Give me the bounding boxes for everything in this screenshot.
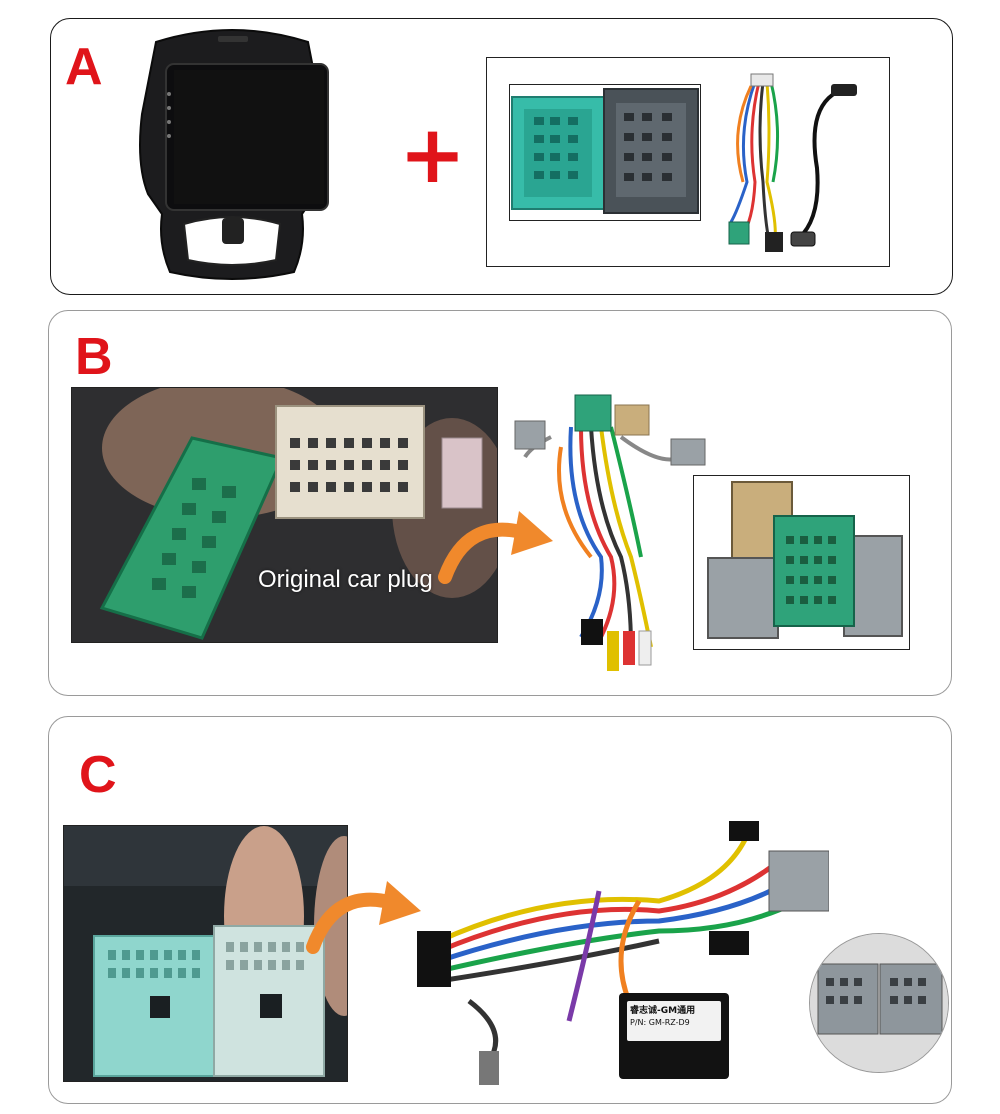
car-plug-photo-c — [63, 825, 348, 1082]
head-unit-image — [126, 24, 338, 284]
wire-harness-a — [728, 73, 783, 252]
original-car-plug-photo: Original car plug — [71, 387, 498, 643]
panel-a-letter: A — [65, 38, 103, 96]
canbus-decoder-box: 睿志诚-GM通用 P/N: GM-RZ-D9 — [619, 993, 729, 1079]
curved-arrow-icon — [438, 511, 553, 584]
panel-a: A + — [50, 18, 953, 295]
harness-pack-frame — [486, 57, 890, 267]
connector-closeup-frame — [693, 475, 910, 650]
connector-inset-circle — [809, 933, 949, 1073]
curved-arrow-icon — [306, 881, 421, 954]
wire-harness-b — [514, 394, 706, 671]
panel-b: B Original car plug — [48, 310, 952, 696]
wire-harness-c — [417, 821, 829, 1085]
connector-pair-frame — [509, 84, 701, 221]
original-car-plug-caption: Original car plug — [258, 566, 433, 593]
decoder-title: 睿志诚-GM通用 — [630, 1006, 696, 1016]
decoder-label: 睿志诚-GM通用 P/N: GM-RZ-D9 — [627, 1001, 721, 1041]
antenna-cable-a — [790, 84, 857, 247]
decoder-part-number: P/N: GM-RZ-D9 — [630, 1018, 690, 1027]
panel-c-letter: C — [79, 746, 117, 804]
plus-icon: + — [399, 108, 467, 201]
panel-c: C — [48, 716, 952, 1104]
panel-b-letter: B — [75, 328, 113, 386]
